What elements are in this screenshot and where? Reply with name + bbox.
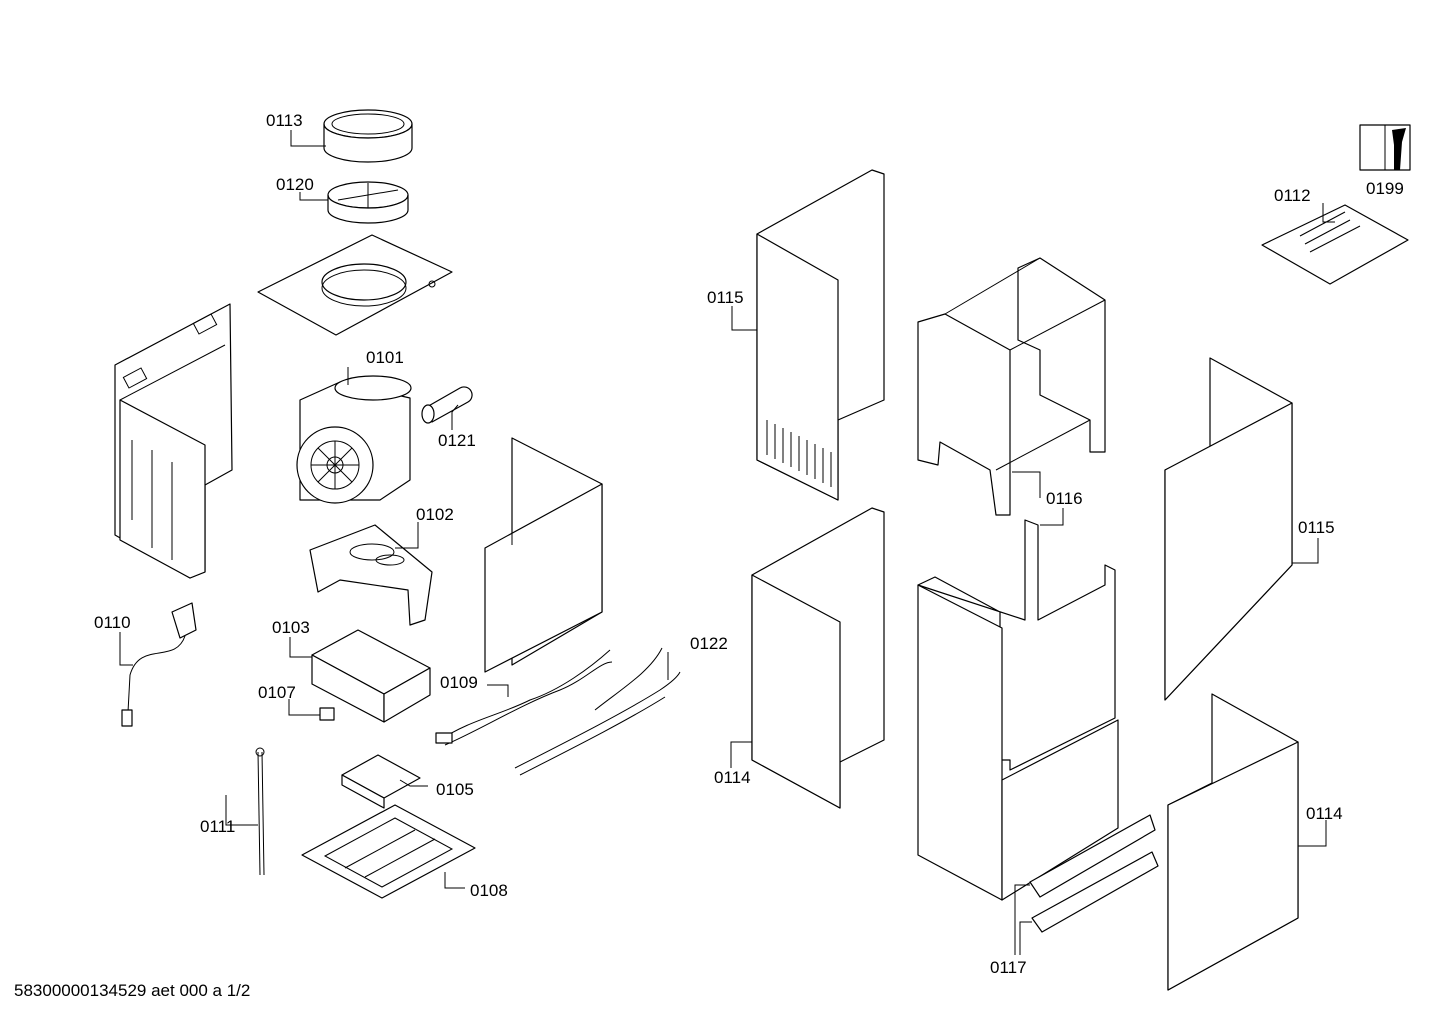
label-0103: 0103 <box>272 618 310 637</box>
upper-frame <box>917 257 1106 516</box>
label-0108: 0108 <box>470 881 508 900</box>
capacitor <box>421 386 473 424</box>
label-0111: 0111 <box>200 817 235 836</box>
drawing-number: 58300000134529 aet 000 a 1/2 <box>14 981 251 1000</box>
label-0116: 0116 <box>1046 489 1083 508</box>
label-0102: 0102 <box>416 505 454 524</box>
vent-slots <box>766 420 832 487</box>
control-module <box>341 754 421 809</box>
fan-motor <box>296 375 412 504</box>
motor-bracket <box>309 524 433 626</box>
chimney-panel-upper-left <box>756 169 885 501</box>
label-0114-right: 0114 <box>1306 804 1343 823</box>
leader-lines <box>119 130 1335 955</box>
label-0117: 0117 <box>990 958 1027 977</box>
chimney-panel-lower-right <box>1167 693 1299 991</box>
part-labels: 0113 0120 0101 0121 0102 0110 0103 0107 … <box>94 111 1404 977</box>
non-return-flap <box>327 181 409 224</box>
housing-panel <box>114 303 233 579</box>
side-panel-middle <box>484 437 603 673</box>
duct-ring <box>323 109 413 163</box>
power-cable <box>121 602 197 727</box>
small-switch <box>319 707 335 721</box>
label-0101: 0101 <box>366 348 404 367</box>
chimney-panel-upper-right <box>1164 357 1293 701</box>
label-0109: 0109 <box>440 673 478 692</box>
label-0110: 0110 <box>94 613 131 632</box>
label-0105: 0105 <box>436 780 474 799</box>
top-plate <box>257 234 453 336</box>
wiring-set <box>514 647 681 776</box>
control-box <box>311 629 431 723</box>
wiring-harness <box>435 649 613 746</box>
label-0120: 0120 <box>276 175 314 194</box>
label-0115-right: 0115 <box>1298 518 1335 537</box>
label-0115-left: 0115 <box>707 288 744 307</box>
label-0107: 0107 <box>258 683 296 702</box>
chimney-panel-lower-left <box>751 507 885 809</box>
label-0114-left: 0114 <box>714 768 751 787</box>
label-0113: 0113 <box>266 111 303 130</box>
ground-rod <box>255 747 265 876</box>
grease-filter-tray <box>301 804 476 899</box>
support-rails <box>1029 814 1159 933</box>
label-0122: 0122 <box>690 634 728 653</box>
lower-frame <box>917 519 1119 901</box>
screw-bag <box>1261 204 1409 285</box>
label-0121: 0121 <box>438 431 476 450</box>
label-0112: 0112 <box>1274 186 1311 205</box>
wrench-icon <box>1359 124 1411 171</box>
label-0199: 0199 <box>1366 179 1404 198</box>
